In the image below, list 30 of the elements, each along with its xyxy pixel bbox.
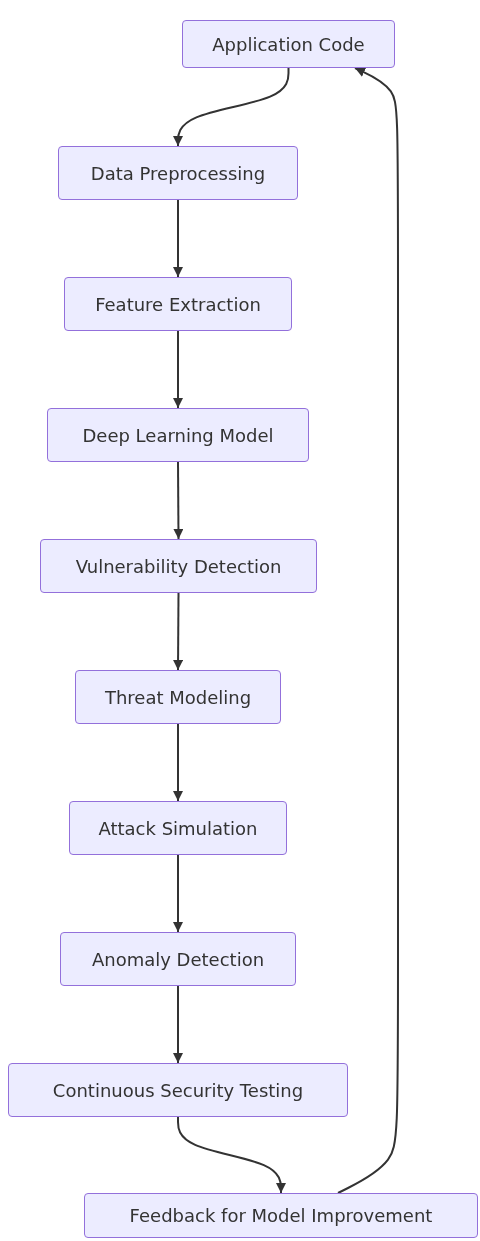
- arrow: [173, 723, 183, 802]
- node-label: Vulnerability Detection: [75, 555, 282, 577]
- arrow: [173, 199, 183, 278]
- node-label: Feature Extraction: [95, 293, 261, 315]
- node-label: Application Code: [212, 33, 365, 55]
- node-label: Attack Simulation: [98, 817, 258, 839]
- arrow: [337, 67, 399, 1194]
- process-box: [60, 932, 296, 986]
- node-label: Data Preprocessing: [90, 162, 266, 184]
- process-box: [47, 408, 309, 462]
- process-box: [40, 539, 317, 593]
- process-box: [8, 1063, 348, 1117]
- node-label: Deep Learning Model: [82, 424, 274, 446]
- arrow: [173, 854, 183, 933]
- arrow: [173, 461, 184, 540]
- node-label: Threat Modeling: [104, 686, 252, 708]
- arrow: [173, 985, 183, 1064]
- arrow: [173, 330, 183, 409]
- process-box: [84, 1193, 478, 1238]
- process-box: [69, 801, 287, 855]
- process-box: [64, 277, 292, 331]
- node-label: Anomaly Detection: [91, 948, 265, 970]
- node-label: Continuous Security Testing: [52, 1079, 304, 1101]
- node-label: Feedback for Model Improvement: [129, 1205, 433, 1226]
- process-box: [75, 670, 281, 724]
- arrow: [173, 67, 290, 147]
- arrow: [177, 1116, 286, 1194]
- process-box: [182, 20, 395, 68]
- process-box: [58, 146, 298, 200]
- arrow: [173, 592, 184, 671]
